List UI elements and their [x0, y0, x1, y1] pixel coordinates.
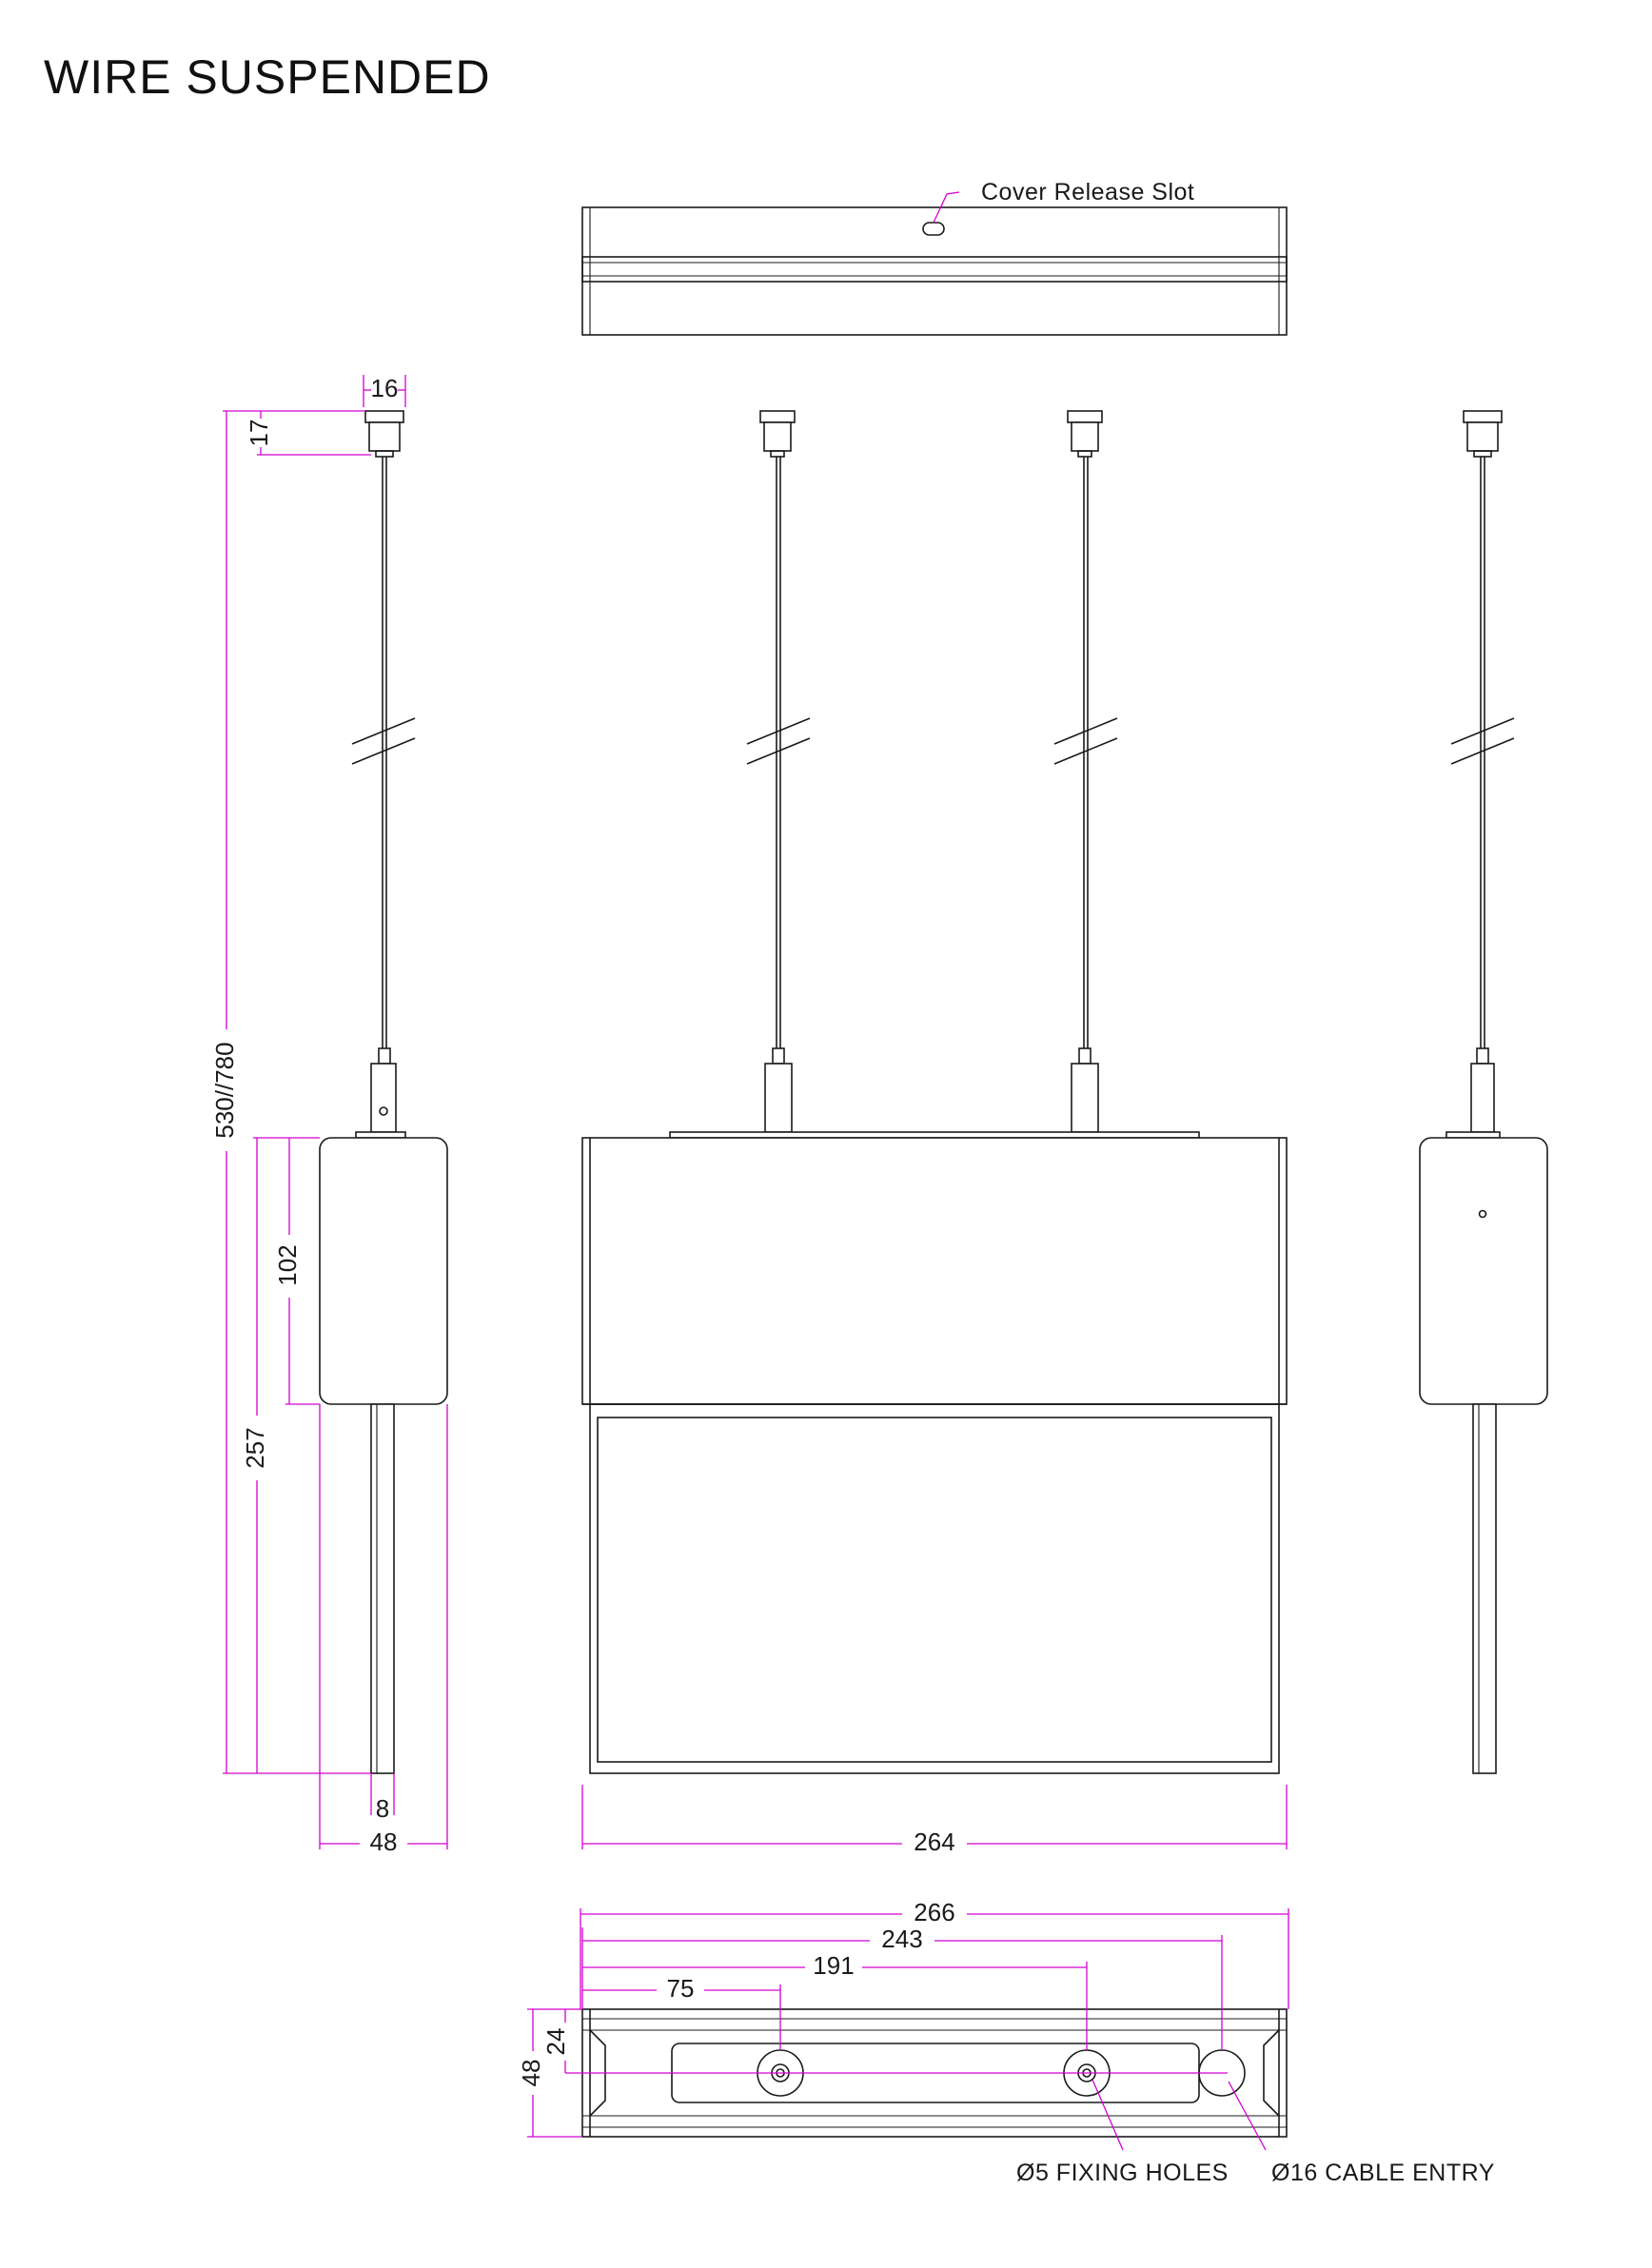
housing-side	[319, 1137, 448, 1405]
housing-side-right	[1419, 1137, 1548, 1405]
canopy-front-1	[759, 410, 796, 423]
side-view-right	[1419, 410, 1548, 1774]
gripper-front-1	[764, 1063, 793, 1133]
canopy	[368, 421, 401, 452]
blade-side	[370, 1403, 395, 1774]
dim-total-height: 257	[241, 1427, 269, 1468]
dimensions: 16 17 530//780 102 257	[210, 374, 1289, 2138]
wire-gripper	[370, 1063, 397, 1133]
canopy-front-2	[1067, 410, 1103, 423]
page-title: WIRE SUSPENDED	[44, 50, 491, 104]
dim-base-width: 266	[914, 1898, 954, 1926]
blade-side-right	[1472, 1403, 1497, 1774]
canopy-cap	[364, 410, 404, 423]
legend-panel	[589, 1403, 1280, 1774]
cover-release-slot	[922, 222, 945, 236]
fixing-holes-label: Ø5 FIXING HOLES	[1016, 2160, 1229, 2186]
dim-base-depth: 48	[517, 2060, 545, 2087]
dim-front-width: 264	[914, 1828, 954, 1856]
cover-release-leader	[933, 191, 960, 224]
legend-window	[597, 1417, 1272, 1763]
top-view-outline	[581, 206, 1288, 336]
dim-base-half-depth: 24	[541, 2028, 570, 2056]
front-view	[581, 410, 1288, 1774]
side-view-left	[319, 410, 448, 1774]
fixing-holes-leader	[1092, 2079, 1124, 2151]
canopy-right	[1463, 410, 1503, 423]
dim-housing-depth: 48	[370, 1828, 398, 1856]
dim-canopy-width: 16	[371, 374, 399, 402]
top-view: Cover Release Slot	[581, 179, 1288, 336]
dim-blade-thickness: 8	[376, 1794, 389, 1823]
break-symbol	[351, 717, 416, 745]
gripper-front-2	[1071, 1063, 1099, 1133]
dim-fixing-hole-2: 191	[813, 1951, 854, 1980]
top-view-rail	[581, 256, 1288, 283]
dim-housing-height: 102	[273, 1244, 302, 1285]
cable-entry-leader	[1228, 2081, 1267, 2151]
cover-release-label: Cover Release Slot	[981, 179, 1194, 205]
housing-front	[581, 1137, 1288, 1405]
dim-fixing-hole-1: 75	[667, 1974, 695, 2003]
dim-canopy-height: 17	[245, 420, 273, 447]
cable-entry-label: Ø16 CABLE ENTRY	[1271, 2160, 1495, 2186]
base-view: Ø5 FIXING HOLES Ø16 CABLE ENTRY	[581, 2008, 1495, 2186]
dim-cable-entry-offset: 243	[881, 1925, 922, 1953]
dim-suspension-length: 530//780	[210, 1042, 239, 1138]
gripper-right	[1470, 1063, 1495, 1133]
